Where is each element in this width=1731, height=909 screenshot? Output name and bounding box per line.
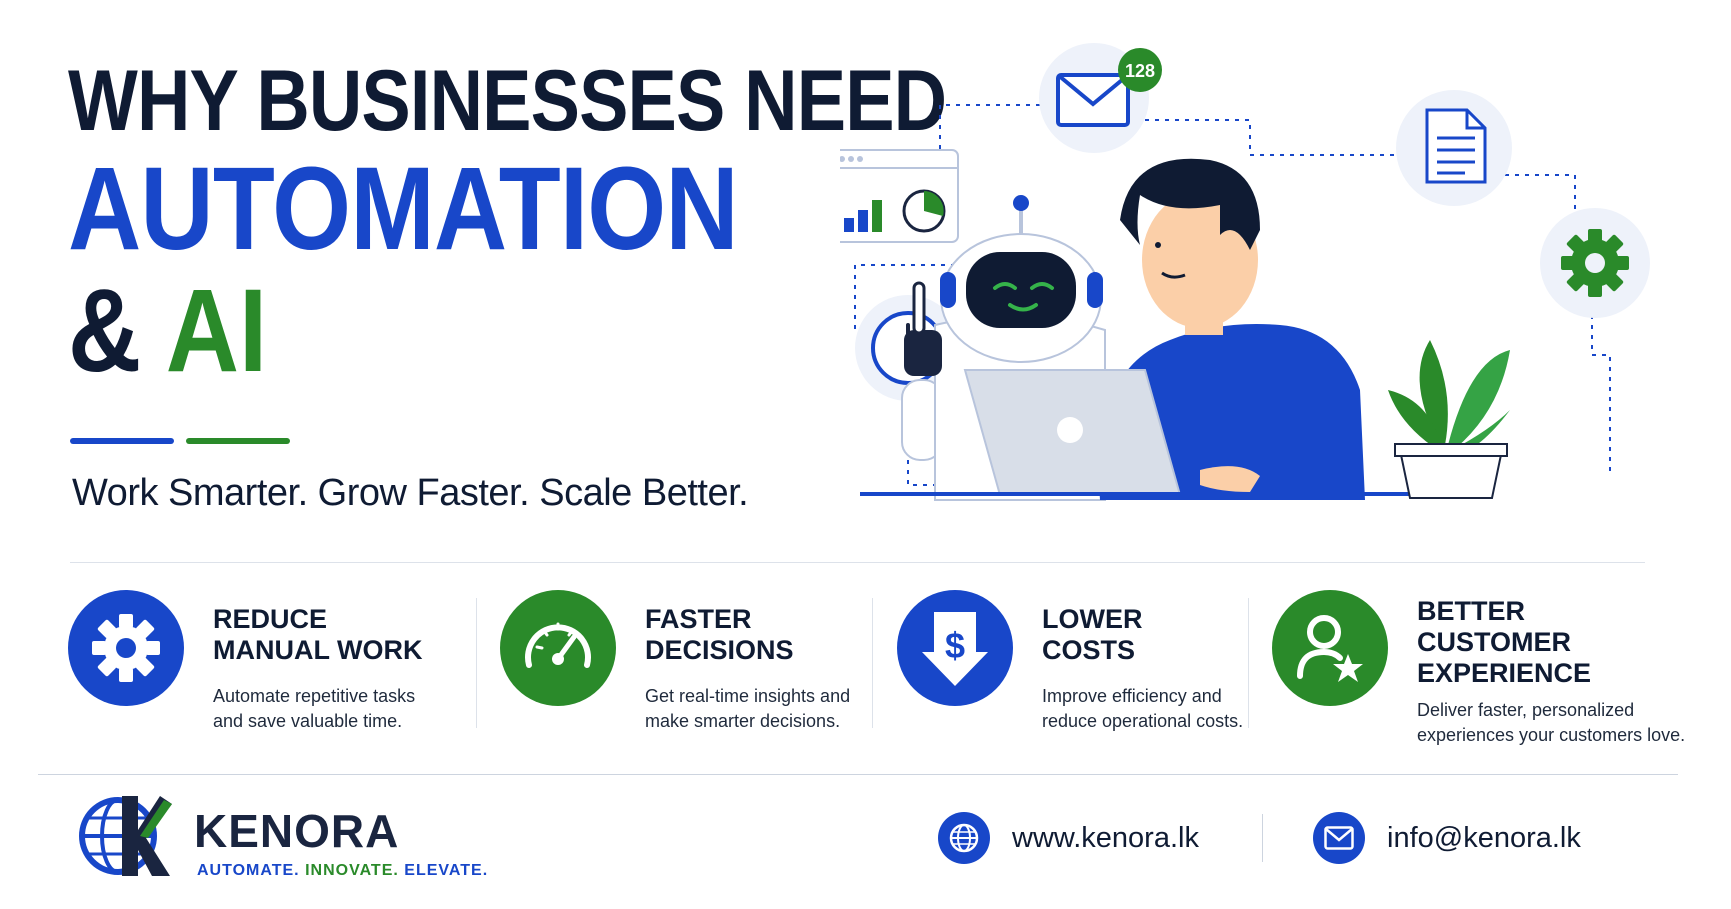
customer-star-icon	[1272, 590, 1388, 706]
website-link[interactable]: www.kenora.lk	[1012, 821, 1199, 854]
headline-ai: AI	[165, 265, 268, 397]
benefit-description: Automate repetitive tasks and save valua…	[213, 686, 416, 731]
underline-blue	[70, 438, 174, 444]
dashboard-icon	[840, 149, 959, 243]
divider-bottom	[38, 774, 1678, 775]
headline-underline	[70, 438, 290, 444]
benefit-description: Improve efficiency and reduce operationa…	[1042, 686, 1244, 731]
contact-divider	[1262, 814, 1263, 862]
benefit-divider	[872, 598, 873, 728]
headline-line-1: WHY BUSINESSES NEED	[68, 53, 947, 149]
document-icon	[1396, 90, 1512, 206]
headline-ampersand: &	[68, 265, 142, 397]
headline-line-3: & AI	[68, 272, 946, 390]
benefit-title: BETTER CUSTOMER EXPERIENCE	[1417, 596, 1592, 688]
benefit-title: LOWER COSTS	[1042, 604, 1143, 665]
brand-name: KENORA	[194, 805, 400, 857]
headline: WHY BUSINESSES NEED AUTOMATION & AI	[68, 58, 1089, 390]
headline-line-2: AUTOMATION	[68, 143, 739, 275]
gear-icon	[1540, 208, 1650, 318]
kenora-logo-icon	[74, 786, 174, 886]
divider-top	[70, 562, 1645, 563]
brand-tagline: AUTOMATE. INNOVATE. ELEVATE.	[197, 862, 489, 879]
tagline: Work Smarter. Grow Faster. Scale Better.	[72, 472, 749, 514]
contact-website[interactable]: www.kenora.lk	[938, 812, 1199, 864]
contact-email[interactable]: info@kenora.lk	[1313, 812, 1581, 864]
envelope-icon: 128	[1039, 43, 1162, 153]
svg-text:$: $	[945, 625, 965, 666]
email-badge: 128	[1125, 61, 1155, 81]
laptop-icon	[860, 369, 1440, 496]
speedometer-icon	[500, 590, 616, 706]
underline-green	[186, 438, 290, 444]
email-link[interactable]: info@kenora.lk	[1387, 821, 1581, 854]
benefit-description: Deliver faster, personalized experiences…	[1417, 700, 1686, 745]
benefit-description: Get real-time insights and make smarter …	[645, 686, 851, 731]
envelope-icon	[1313, 812, 1365, 864]
dollar-down-icon: $	[897, 590, 1013, 706]
plant-icon	[1388, 340, 1510, 499]
benefit-title: FASTER DECISIONS	[645, 604, 794, 665]
benefit-title: REDUCE MANUAL WORK	[213, 604, 423, 665]
gear-icon	[68, 590, 184, 706]
hero-illustration: 128	[840, 30, 1660, 550]
globe-icon	[938, 812, 990, 864]
benefit-divider	[476, 598, 477, 728]
benefit-divider	[1248, 598, 1249, 728]
